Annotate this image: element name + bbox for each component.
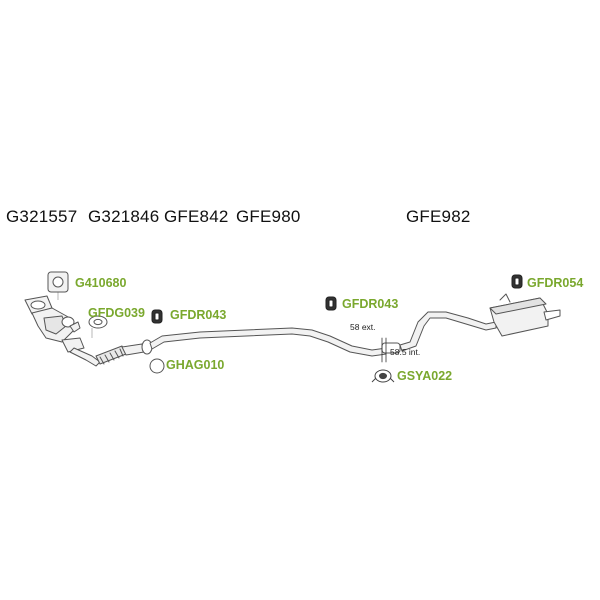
rubber-mount-icon: [151, 309, 163, 324]
part-number-gfe980[interactable]: GFE980: [236, 207, 301, 226]
clamp-icon: [371, 369, 395, 383]
callout-gfdr043-b[interactable]: GFDR043: [342, 297, 399, 311]
part-number-gfe982[interactable]: GFE982: [406, 207, 471, 226]
part-number-gfe842[interactable]: GFE842: [164, 207, 229, 226]
flange-gasket-icon: [47, 271, 69, 293]
catalytic-converter-drawing: [24, 295, 153, 367]
middle-pipe-drawing: [149, 327, 401, 363]
part-number-g321846[interactable]: G321846: [88, 207, 160, 226]
rear-pipe-drawing: [399, 293, 561, 352]
callout-gfdr054[interactable]: GFDR054: [527, 276, 584, 290]
dimension-ext-label: 58 ext.: [350, 322, 376, 332]
rubber-mount-icon: [511, 274, 523, 289]
rubber-mount-icon: [325, 296, 337, 311]
dimension-int-label: 58.5 int.: [390, 347, 421, 357]
callout-gfdg039[interactable]: GFDG039: [88, 306, 145, 320]
callout-gfdr043-a[interactable]: GFDR043: [170, 308, 227, 322]
ring-gasket-icon: [88, 315, 108, 329]
callout-ghag010[interactable]: GHAG010: [166, 358, 225, 372]
part-number-g321557[interactable]: G321557: [6, 207, 78, 226]
seal-ring-icon: [149, 358, 165, 374]
callout-gsya022[interactable]: GSYA022: [397, 369, 453, 383]
callout-g410680[interactable]: G410680: [75, 276, 127, 290]
